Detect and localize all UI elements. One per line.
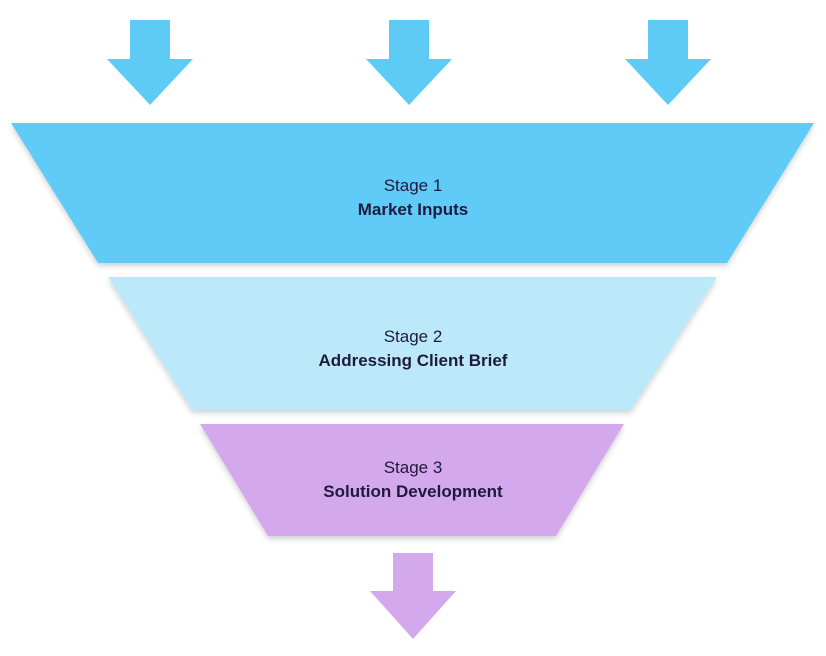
stage-1-band bbox=[11, 123, 814, 263]
stage-2-name: Addressing Client Brief bbox=[318, 351, 508, 370]
input-arrow-center-icon bbox=[366, 20, 452, 105]
stage-2-label: Stage 2 Addressing Client Brief bbox=[0, 325, 826, 373]
stage-1-label: Stage 1 Market Inputs bbox=[0, 174, 826, 222]
stage-2-number: Stage 2 bbox=[383, 327, 443, 346]
stage-3-band bbox=[200, 424, 624, 536]
output-arrow-icon bbox=[370, 553, 456, 639]
input-arrow-right-icon bbox=[625, 20, 711, 105]
stage-3-number: Stage 3 bbox=[383, 458, 443, 477]
stage-1-number: Stage 1 bbox=[383, 176, 443, 195]
input-arrow-left-icon bbox=[107, 20, 193, 105]
stage-3-name: Solution Development bbox=[323, 482, 503, 501]
stage-1-name: Market Inputs bbox=[357, 200, 469, 219]
stage-3-label: Stage 3 Solution Development bbox=[0, 456, 826, 504]
stage-2-band bbox=[108, 277, 717, 410]
